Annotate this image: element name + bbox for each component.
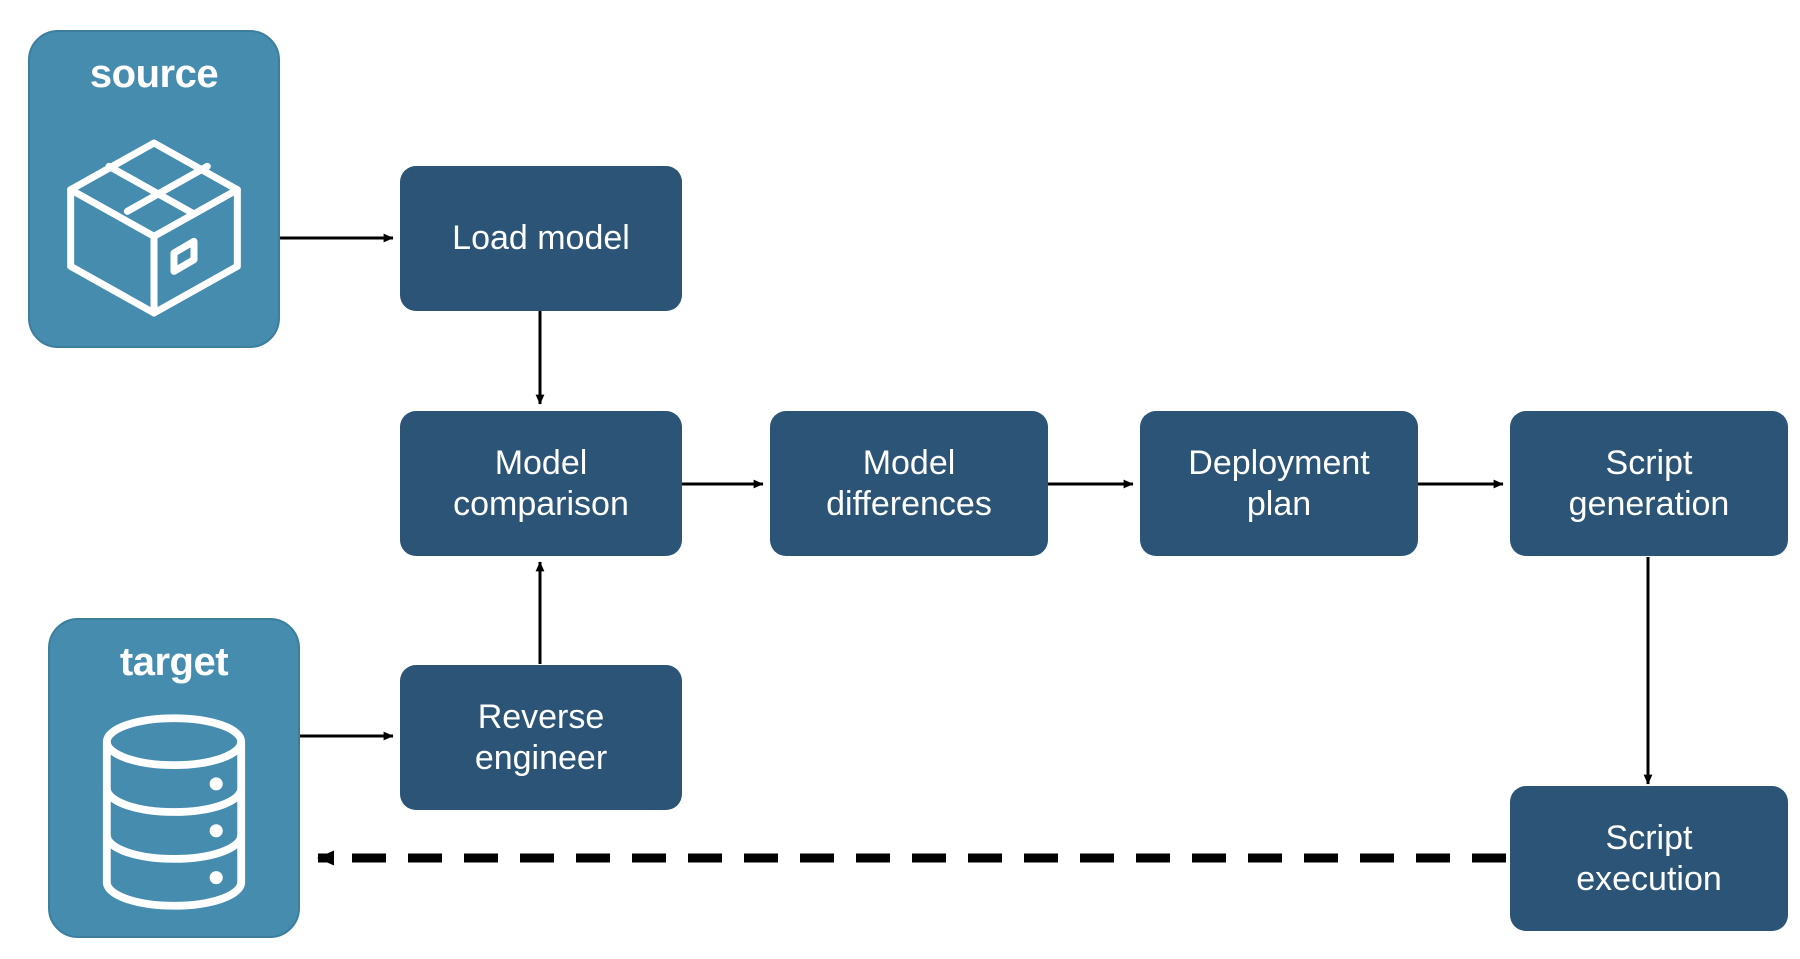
process-label-line1: Load model bbox=[452, 219, 630, 258]
process-label-line2: comparison bbox=[453, 484, 629, 523]
process-label-line1: Model bbox=[494, 444, 588, 483]
process-label-model-differences: Model differences bbox=[780, 443, 1038, 523]
database-cylinder-icon bbox=[50, 688, 298, 936]
process-label-line1: Script bbox=[1605, 819, 1693, 858]
process-label-line1: Deployment bbox=[1188, 444, 1370, 483]
endpoint-label-target: target bbox=[119, 640, 229, 684]
process-node-load-model[interactable]: Load model bbox=[400, 166, 682, 311]
process-label-line1: Model bbox=[862, 444, 956, 483]
process-node-model-comparison[interactable]: Model comparison bbox=[400, 411, 682, 556]
process-label-script-generation: Script generation bbox=[1520, 443, 1778, 523]
process-label-script-execution: Script execution bbox=[1520, 818, 1778, 898]
process-label-line2: execution bbox=[1576, 859, 1722, 898]
endpoint-node-source[interactable]: source bbox=[28, 30, 280, 348]
process-node-script-execution[interactable]: Script execution bbox=[1510, 786, 1788, 931]
process-label-deployment-plan: Deployment plan bbox=[1150, 443, 1408, 523]
process-label-reverse-engineer: Reverse engineer bbox=[410, 697, 672, 777]
process-label-load-model: Load model bbox=[410, 218, 672, 258]
process-label-model-comparison: Model comparison bbox=[410, 443, 672, 523]
process-node-script-generation[interactable]: Script generation bbox=[1510, 411, 1788, 556]
process-label-line1: Script bbox=[1605, 444, 1693, 483]
process-node-reverse-engineer[interactable]: Reverse engineer bbox=[400, 665, 682, 810]
package-box-icon bbox=[30, 100, 278, 346]
process-node-deployment-plan[interactable]: Deployment plan bbox=[1140, 411, 1418, 556]
process-label-line2: engineer bbox=[474, 738, 608, 777]
endpoint-node-target[interactable]: target bbox=[48, 618, 300, 938]
process-node-model-differences[interactable]: Model differences bbox=[770, 411, 1048, 556]
process-label-line2: differences bbox=[826, 484, 992, 523]
process-label-line2: generation bbox=[1568, 484, 1730, 523]
endpoint-label-source: source bbox=[89, 52, 219, 96]
process-label-line1: Reverse bbox=[477, 698, 605, 737]
process-label-line2: plan bbox=[1246, 484, 1312, 523]
